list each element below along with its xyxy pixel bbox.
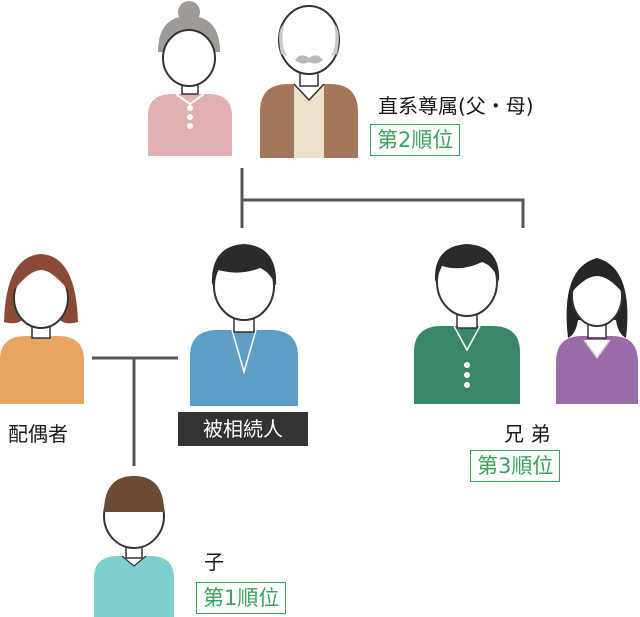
spouse-label: 配偶者 (8, 422, 68, 446)
ascendants-rank-badge: 第2順位 (370, 124, 461, 156)
brother-figure (414, 244, 520, 404)
grandmother-figure (148, 1, 232, 156)
child-figure (94, 476, 174, 617)
spouse-figure (0, 254, 84, 404)
siblings-label: 兄 弟 (504, 422, 551, 446)
sister-figure (556, 258, 638, 404)
child-label: 子 (204, 550, 224, 574)
ascendants-label: 直系尊属(父・母) (378, 94, 534, 118)
siblings-rank-badge: 第3順位 (470, 450, 561, 482)
grandfather-figure (260, 5, 358, 158)
ascendants-to-siblings-line (240, 168, 525, 228)
deceased-figure (190, 244, 298, 406)
deceased-label: 被相続人 (178, 412, 308, 446)
connector-lines (92, 168, 525, 466)
child-rank-badge: 第1順位 (196, 582, 287, 614)
